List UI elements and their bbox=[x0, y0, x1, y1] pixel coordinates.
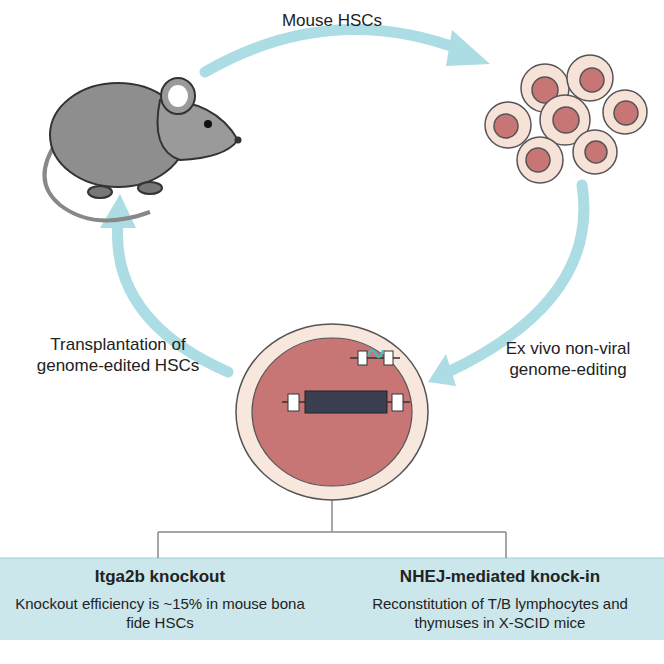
cycle-arrow bbox=[117, 30, 583, 372]
result-heading: Itga2b knockout bbox=[15, 566, 305, 588]
step-label: Mouse HSCs bbox=[232, 10, 432, 31]
edited-cell bbox=[236, 324, 428, 500]
step-label: Transplantation of genome-edited HSCs bbox=[23, 334, 213, 376]
result-text: Knockout efficiency is ~15% in mouse bon… bbox=[15, 594, 305, 632]
result-band bbox=[0, 558, 664, 640]
result-panel: Itga2b knockoutKnockout efficiency is ~1… bbox=[15, 566, 305, 632]
bracket bbox=[158, 500, 506, 558]
result-panel: NHEJ-mediated knock-inReconstitution of … bbox=[350, 566, 650, 632]
result-heading: NHEJ-mediated knock-in bbox=[350, 566, 650, 588]
result-text: Reconstitution of T/B lymphocytes and th… bbox=[350, 594, 650, 632]
step-label: Ex vivo non-viral genome-editing bbox=[483, 338, 653, 380]
hsc-cells bbox=[485, 55, 647, 183]
mouse bbox=[44, 78, 241, 221]
